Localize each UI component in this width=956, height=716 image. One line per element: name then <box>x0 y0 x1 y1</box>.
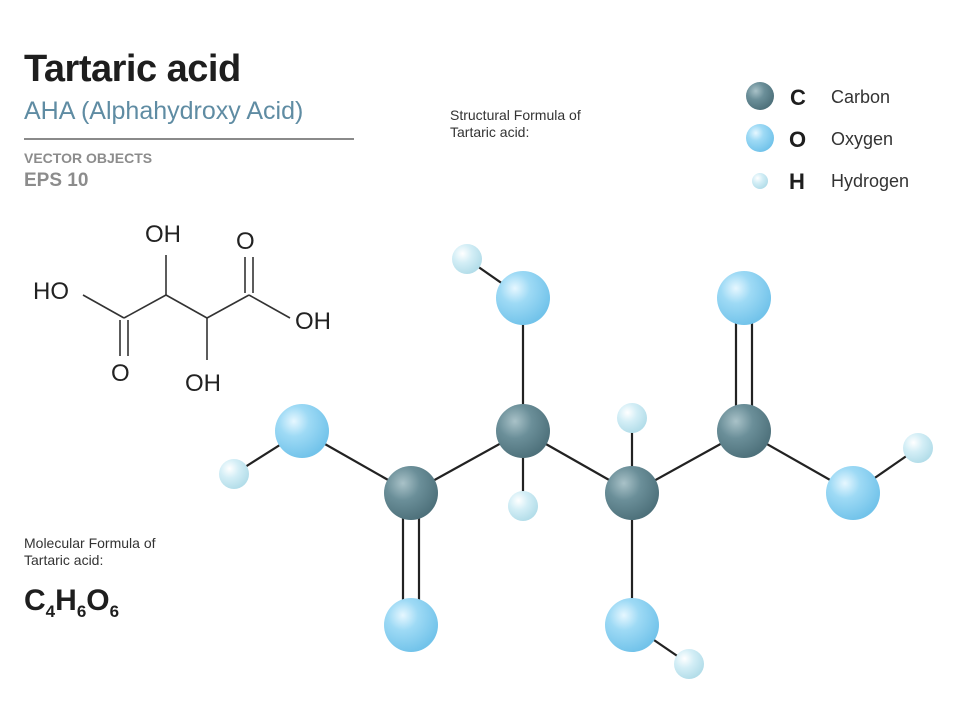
skeletal-oh-right: OH <box>295 308 331 335</box>
skeletal-bond <box>82 294 125 319</box>
skeletal-formula <box>82 255 291 360</box>
formula-hydrogen-count: 6 <box>76 602 87 621</box>
hydrogen-atom <box>674 649 704 679</box>
hydrogen-atom <box>617 403 647 433</box>
skeletal-oh-bottom: OH <box>185 370 221 397</box>
legend-hydrogen-name: Hydrogen <box>831 171 909 191</box>
formula-oxygen: O <box>86 584 110 617</box>
hydrogen-atom <box>219 459 249 489</box>
oxygen-atom <box>275 404 329 458</box>
formula-carbon: C <box>24 584 46 617</box>
molecular-formula-line-2: Tartaric acid: <box>24 552 104 568</box>
eps-label: EPS 10 <box>24 170 89 191</box>
vector-objects-label: VECTOR OBJECTS <box>24 150 153 166</box>
carbon-atom <box>384 466 438 520</box>
formula-hydrogen: H <box>55 584 77 617</box>
molecular-formula-label: Molecular Formula of Tartaric acid: <box>24 535 156 569</box>
model-bonds <box>233 258 919 665</box>
molecular-formula: C4H6O6 <box>24 584 119 622</box>
carbon-atom <box>605 466 659 520</box>
page-title: Tartaric acid <box>24 48 241 90</box>
structural-formula-label: Structural Formula of Tartaric acid: <box>450 107 581 141</box>
hydrogen-atom <box>508 491 538 521</box>
divider <box>24 138 354 140</box>
oxygen-atom <box>717 271 771 325</box>
skeletal-o-bottom: O <box>111 360 130 387</box>
legend-oxygen-symbol: O <box>789 127 806 152</box>
legend-carbon-swatch <box>746 82 774 110</box>
legend-hydrogen-swatch <box>752 173 768 189</box>
skeletal-o-top: O <box>236 228 255 255</box>
skeletal-bond <box>206 294 250 319</box>
skeletal-ho-left: HO <box>33 278 69 305</box>
molecular-formula-line-1: Molecular Formula of <box>24 535 156 551</box>
formula-oxygen-count: 6 <box>109 602 120 621</box>
structural-formula-line-1: Structural Formula of <box>450 107 581 123</box>
legend-carbon-name: Carbon <box>831 87 890 107</box>
legend-oxygen-swatch <box>746 124 774 152</box>
model-atoms <box>219 244 933 679</box>
legend: C O H Carbon Oxygen Hydrogen <box>746 82 909 194</box>
oxygen-atom <box>496 271 550 325</box>
oxygen-atom <box>826 466 880 520</box>
hydrogen-atom <box>452 244 482 274</box>
carbon-atom <box>496 404 550 458</box>
oxygen-atom <box>384 598 438 652</box>
skeletal-bond <box>123 294 167 319</box>
page-subtitle: AHA (Alphahydroxy Acid) <box>24 97 304 125</box>
oxygen-atom <box>605 598 659 652</box>
legend-oxygen-name: Oxygen <box>831 129 893 149</box>
structural-formula-line-2: Tartaric acid: <box>450 124 530 140</box>
legend-hydrogen-symbol: H <box>789 169 805 194</box>
skeletal-bond <box>248 294 291 319</box>
legend-carbon-symbol: C <box>790 85 806 110</box>
skeletal-oh-top: OH <box>145 221 181 248</box>
carbon-atom <box>717 404 771 458</box>
skeletal-bond <box>165 294 208 319</box>
formula-carbon-count: 4 <box>45 602 56 621</box>
hydrogen-atom <box>903 433 933 463</box>
